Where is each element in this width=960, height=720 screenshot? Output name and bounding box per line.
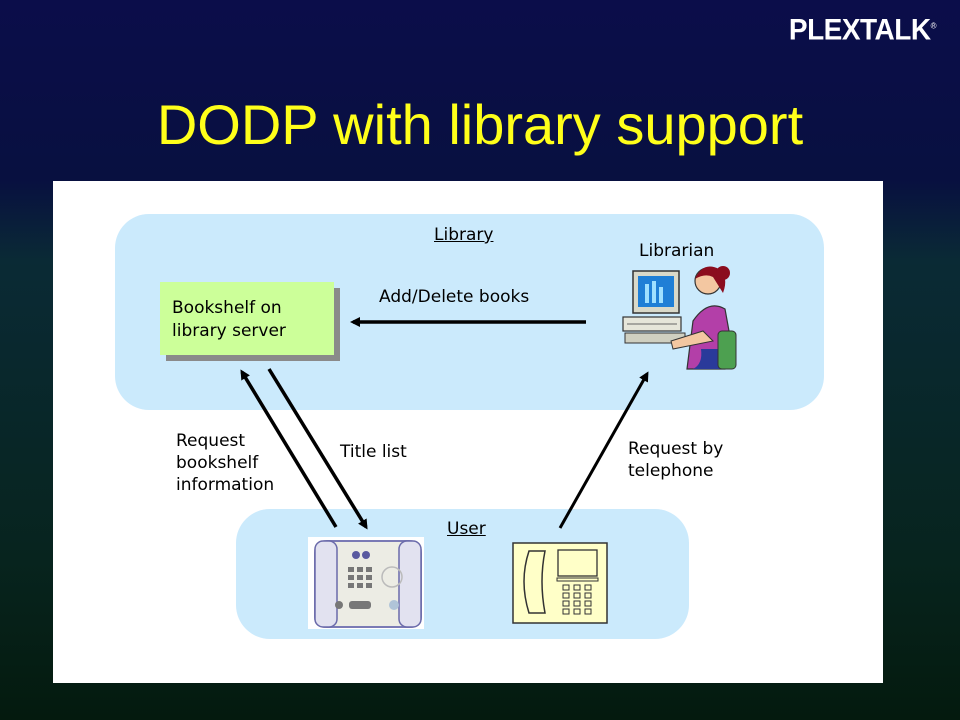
request-bookshelf-arrow bbox=[240, 369, 338, 528]
plextalk-player-icon bbox=[308, 537, 424, 629]
librarian-computer-icon bbox=[622, 266, 737, 370]
request-bookshelf-label: Request bookshelf information bbox=[176, 431, 275, 495]
diagram-graphics bbox=[240, 266, 737, 629]
phone-request-arrow bbox=[558, 371, 649, 529]
diagram-panel: Library Librarian Bookshelf on library s… bbox=[53, 181, 883, 683]
librarian-label: Librarian bbox=[639, 241, 715, 261]
title-list-arrow bbox=[267, 368, 368, 530]
page-title: DODP with library support bbox=[156, 93, 804, 156]
request-phone-label: Request by telephone bbox=[628, 439, 724, 481]
telephone-icon bbox=[512, 542, 608, 624]
add-delete-label: Add/Delete books bbox=[379, 287, 530, 307]
title-list-label: Title list bbox=[340, 442, 407, 462]
bookshelf-box: Bookshelf on library server bbox=[160, 282, 334, 355]
library-label: Library bbox=[434, 225, 494, 245]
plextalk-logo: PLEXTALK® bbox=[788, 13, 937, 46]
bookshelf-label: Bookshelf on library server bbox=[172, 298, 286, 341]
user-label: User bbox=[447, 519, 486, 539]
